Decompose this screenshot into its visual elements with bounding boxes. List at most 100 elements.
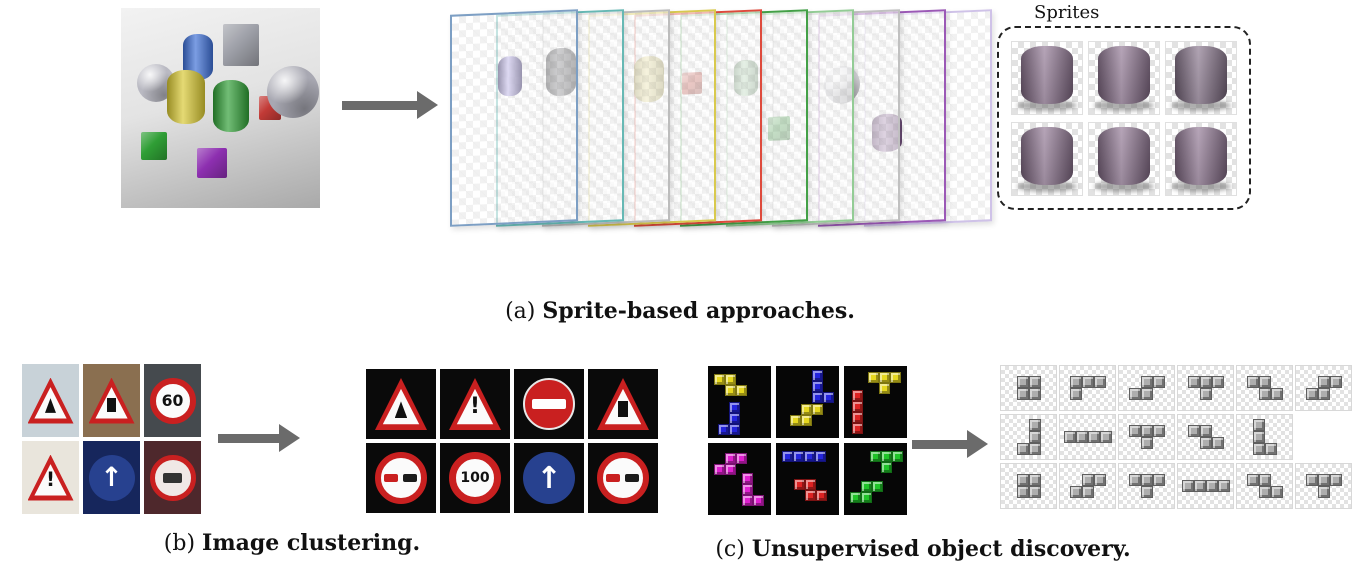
tetris-image-4 xyxy=(776,443,839,515)
sprite-tile-3 xyxy=(1011,121,1083,196)
caption-b: (b)Image clustering. xyxy=(42,530,542,556)
traffic-sign-speed100: 100 xyxy=(449,452,501,504)
tetromino-block xyxy=(1082,474,1094,486)
sign-circle xyxy=(523,378,575,430)
tetromino-block xyxy=(1029,443,1041,455)
sign-car-black xyxy=(625,473,639,483)
sprite-tile-2 xyxy=(1165,40,1237,115)
tetromino-block xyxy=(1253,443,1265,455)
sign-arrow-glyph: ↑ xyxy=(100,462,123,493)
arrow-head xyxy=(279,424,300,452)
discovery-sprite-0-1 xyxy=(1059,365,1116,411)
caption-a-text: Sprite-based approaches. xyxy=(542,298,855,324)
tetromino-J xyxy=(1017,419,1041,455)
tetromino-S xyxy=(790,404,823,426)
tetromino-block xyxy=(812,381,823,392)
tetromino-block xyxy=(1200,425,1212,437)
discovery-sprite-2-3 xyxy=(1177,463,1234,509)
tetromino-S xyxy=(714,453,747,475)
tetromino-block xyxy=(823,392,834,403)
sign-circle xyxy=(597,452,649,504)
tetromino-T xyxy=(1129,425,1165,449)
arrow-b-icon xyxy=(218,424,300,452)
arrow-c-icon xyxy=(912,430,988,458)
arrow-shaft xyxy=(342,100,417,110)
sign-circle: ↑ xyxy=(88,454,135,501)
tetromino-T xyxy=(1129,474,1165,498)
tetromino-block xyxy=(1017,388,1029,400)
tetromino-block xyxy=(1153,376,1165,388)
tetromino-S xyxy=(850,481,883,503)
arrow-head xyxy=(967,430,988,458)
sprite-shadow xyxy=(1171,180,1231,192)
tetromino-block xyxy=(1318,388,1330,400)
traffic-sign-no-truck xyxy=(149,454,196,501)
tetromino-block xyxy=(1017,376,1029,388)
discovery-sprite-1-0 xyxy=(1000,414,1057,460)
tetromino-block xyxy=(1029,474,1041,486)
tetromino-Z xyxy=(794,479,827,501)
tetromino-I xyxy=(782,451,826,462)
tetromino-S xyxy=(1070,474,1106,498)
sprite-shadow xyxy=(1171,99,1231,111)
tetromino-block xyxy=(753,495,764,506)
tetromino-block xyxy=(1076,431,1088,443)
scene-object-metal-sphere-large xyxy=(267,66,319,118)
tetromino-block xyxy=(736,385,747,396)
tetromino-block xyxy=(879,372,890,383)
sign-circle xyxy=(375,452,427,504)
sign-car-black xyxy=(403,473,417,483)
tetromino-block xyxy=(714,374,725,385)
tetromino-block xyxy=(1318,376,1330,388)
traffic-sign-warning-worker xyxy=(88,377,135,424)
tetromino-O xyxy=(1017,376,1041,400)
discovery-row-0 xyxy=(1000,365,1352,411)
sprite-cylinder xyxy=(1098,126,1150,185)
sprite-shadow xyxy=(1094,99,1154,111)
sign-circle: 60 xyxy=(149,377,196,424)
tetris-image-3 xyxy=(708,443,771,515)
discovery-sprite-0-4 xyxy=(1236,365,1293,411)
tetromino-block xyxy=(1330,474,1342,486)
tetromino-block xyxy=(1129,425,1141,437)
tetromino-block xyxy=(1153,425,1165,437)
traffic-sign-warning-tree xyxy=(375,378,427,430)
tetromino-block xyxy=(1029,419,1041,431)
discovery-input-grid xyxy=(708,366,907,515)
tetromino-block xyxy=(1082,376,1094,388)
sign-bar xyxy=(532,399,566,409)
tetromino-block xyxy=(801,415,812,426)
tetromino-block xyxy=(815,451,826,462)
tetromino-block xyxy=(1188,425,1200,437)
discovery-sprite-1-4 xyxy=(1236,414,1293,460)
tetromino-O xyxy=(1017,474,1041,498)
tetromino-T xyxy=(1188,376,1224,400)
tetromino-block xyxy=(872,481,883,492)
arrow-a-icon xyxy=(342,91,438,119)
tetromino-block xyxy=(729,413,740,424)
tetromino-block xyxy=(714,464,725,475)
scene-object-green-cylinder xyxy=(213,80,249,132)
discovery-sprite-0-2 xyxy=(1118,365,1175,411)
discovery-sprite-0-5 xyxy=(1295,365,1352,411)
sprite-cylinder xyxy=(1098,45,1150,104)
tetromino-block xyxy=(794,479,805,490)
tetromino-block xyxy=(782,451,793,462)
tetromino-block xyxy=(1271,486,1283,498)
sign-number: 100 xyxy=(460,470,490,486)
tetromino-block xyxy=(1259,376,1271,388)
discovery-row-1 xyxy=(1000,414,1293,460)
scene-object-metal-cube xyxy=(223,24,259,66)
tetromino-block xyxy=(729,402,740,413)
sign-photo-2: 60 xyxy=(144,364,201,437)
tetromino-Z xyxy=(714,374,747,396)
arrow-shaft xyxy=(218,433,279,443)
discovery-sprite-1-3 xyxy=(1177,414,1234,460)
tetromino-block xyxy=(1253,419,1265,431)
arrow-head xyxy=(417,91,438,119)
traffic-sign-arrow-up: ↑ xyxy=(523,452,575,504)
caption-b-index: (b) xyxy=(163,531,196,556)
tetromino-block xyxy=(861,481,872,492)
tetromino-block xyxy=(805,490,816,501)
